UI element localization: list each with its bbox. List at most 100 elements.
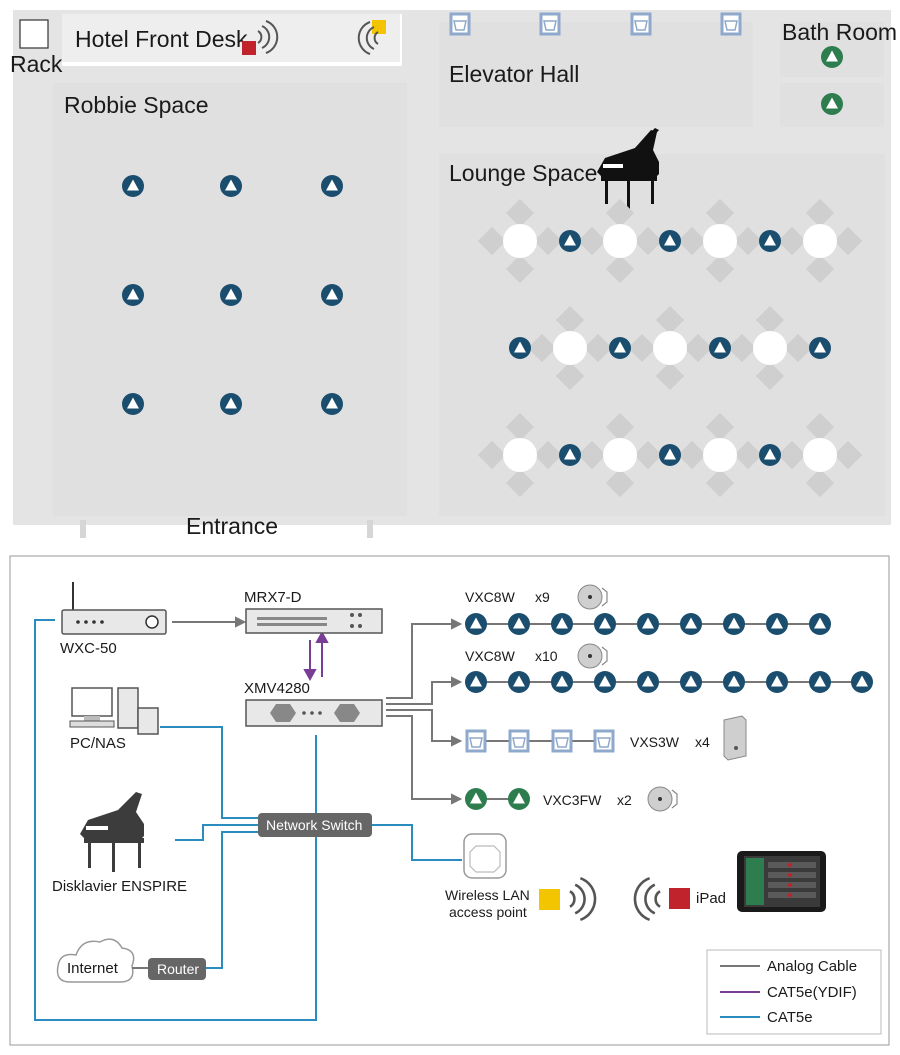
ceiling-speaker-icon bbox=[321, 393, 343, 415]
ceiling-speaker-icon bbox=[465, 671, 487, 693]
ceiling-speaker-icon bbox=[809, 337, 831, 359]
ceiling-speaker-icon bbox=[594, 671, 616, 693]
ceiling-speaker-icon bbox=[509, 337, 531, 359]
vxs3w-model: VXS3W bbox=[630, 734, 680, 750]
xmv4280-label: XMV4280 bbox=[244, 680, 310, 697]
ceiling-speaker-icon bbox=[559, 230, 581, 252]
ceiling-speaker-icon bbox=[637, 613, 659, 635]
wlan-label-line2: access point bbox=[449, 904, 527, 920]
vxc8w-line1-count: x9 bbox=[535, 589, 550, 605]
bath-speaker-icon bbox=[821, 93, 843, 115]
vxc8w-line1-model: VXC8W bbox=[465, 589, 516, 605]
vxc3fw-model: VXC3FW bbox=[543, 792, 602, 808]
ceiling-speaker-icon bbox=[551, 613, 573, 635]
wxc50-device bbox=[61, 582, 167, 635]
mrx7d-device bbox=[245, 608, 383, 634]
ceiling-speaker-icon bbox=[766, 613, 788, 635]
vxc8w-line1-speakers bbox=[465, 613, 831, 635]
ceiling-speaker-icon bbox=[759, 230, 781, 252]
cat5e-cables bbox=[34, 619, 462, 1021]
ipad-icon bbox=[737, 851, 826, 912]
wxc50-label: WXC-50 bbox=[60, 640, 117, 657]
rack-icon bbox=[19, 19, 49, 49]
ceiling-speaker-icon bbox=[122, 175, 144, 197]
ceiling-speaker-icon bbox=[759, 444, 781, 466]
ceiling-speaker-icon bbox=[766, 671, 788, 693]
wlan-label-line1: Wireless LAN bbox=[445, 887, 530, 903]
ceiling-speaker-icon bbox=[220, 175, 242, 197]
surface-speaker-icon bbox=[720, 12, 742, 36]
router-label: Router bbox=[157, 961, 199, 977]
ceiling-speaker-icon bbox=[220, 393, 242, 415]
network-switch-box bbox=[258, 813, 372, 837]
robbie-space-label: Robbie Space bbox=[64, 92, 209, 118]
elevator-hall-room bbox=[439, 22, 753, 127]
vxc3fw-speaker-icon bbox=[465, 788, 487, 810]
surface-speaker-product-icon bbox=[723, 715, 747, 761]
ceiling-speaker-icon bbox=[122, 284, 144, 306]
yellow-hotspot-icon bbox=[372, 20, 386, 34]
ceiling-speaker-icon bbox=[220, 284, 242, 306]
xmv4280-device bbox=[245, 699, 383, 727]
entrance-post-right bbox=[367, 520, 373, 538]
legend-analog-label: Analog Cable bbox=[767, 958, 857, 975]
disklavier-piano-icon bbox=[80, 792, 144, 872]
mrx7d-label: MRX7-D bbox=[244, 589, 302, 606]
ceiling-speaker-product-icon bbox=[647, 786, 678, 812]
ceiling-speaker-icon bbox=[659, 444, 681, 466]
surface-speaker-icon bbox=[508, 729, 530, 753]
ceiling-speaker-icon bbox=[465, 613, 487, 635]
vxs3w-count: x4 bbox=[695, 734, 710, 750]
ceiling-speaker-product-icon bbox=[577, 643, 608, 669]
ceiling-speaker-icon bbox=[851, 671, 873, 693]
ceiling-speaker-icon bbox=[809, 613, 831, 635]
red-hotspot-icon bbox=[669, 888, 690, 909]
ceiling-speaker-icon bbox=[609, 337, 631, 359]
ceiling-speaker-icon bbox=[559, 444, 581, 466]
entrance-label: Entrance bbox=[186, 513, 278, 539]
surface-speaker-icon bbox=[449, 12, 471, 36]
vxc8w-line2-model: VXC8W bbox=[465, 648, 516, 664]
floor-plan: Rack Hotel Front Desk Robbie Space Entra… bbox=[10, 10, 897, 539]
red-hotspot-icon bbox=[242, 41, 256, 55]
ceiling-speaker-product-icon bbox=[577, 584, 608, 610]
analog-cables bbox=[172, 616, 463, 805]
grand-piano-icon bbox=[597, 128, 659, 210]
ceiling-speaker-icon bbox=[508, 671, 530, 693]
ceiling-speaker-icon bbox=[551, 671, 573, 693]
rack-label: Rack bbox=[10, 51, 63, 77]
surface-speaker-icon bbox=[551, 729, 573, 753]
ceiling-speaker-icon bbox=[594, 613, 616, 635]
surface-speaker-icon bbox=[539, 12, 561, 36]
disklavier-label: Disklavier ENSPIRE bbox=[52, 878, 187, 895]
ceiling-speaker-icon bbox=[321, 175, 343, 197]
surface-speaker-icon bbox=[630, 12, 652, 36]
network-switch-label: Network Switch bbox=[266, 817, 362, 833]
ceiling-speaker-icon bbox=[680, 671, 702, 693]
pc-nas-icon bbox=[69, 687, 159, 735]
vxc8w-line2-count: x10 bbox=[535, 648, 558, 664]
ydif-cables bbox=[303, 630, 329, 682]
ceiling-speaker-icon bbox=[809, 671, 831, 693]
ceiling-speaker-icon bbox=[122, 393, 144, 415]
surface-speaker-icon bbox=[593, 729, 615, 753]
legend-cat5e-label: CAT5e bbox=[767, 1009, 813, 1026]
ceiling-speaker-icon bbox=[321, 284, 343, 306]
elevator-hall-label: Elevator Hall bbox=[449, 61, 579, 87]
ceiling-speaker-icon bbox=[723, 671, 745, 693]
wlan-access-point-icon bbox=[463, 833, 507, 879]
entrance-post-left bbox=[80, 520, 86, 538]
system-diagram: WXC-50 MRX7-D XMV4280 PC/NAS bbox=[9, 555, 890, 1046]
ceiling-speaker-icon bbox=[637, 671, 659, 693]
legend: Analog Cable CAT5e(YDIF) CAT5e bbox=[706, 949, 882, 1035]
ceiling-speaker-icon bbox=[508, 613, 530, 635]
ipad-label: iPad bbox=[696, 890, 726, 907]
pc-nas-label: PC/NAS bbox=[70, 735, 126, 752]
vxc3fw-speaker-icon bbox=[508, 788, 530, 810]
internet-cloud-icon bbox=[56, 938, 135, 983]
hotel-front-desk-label: Hotel Front Desk bbox=[75, 26, 248, 52]
yellow-hotspot-icon bbox=[539, 889, 560, 910]
ceiling-speaker-icon bbox=[709, 337, 731, 359]
ceiling-speaker-icon bbox=[723, 613, 745, 635]
